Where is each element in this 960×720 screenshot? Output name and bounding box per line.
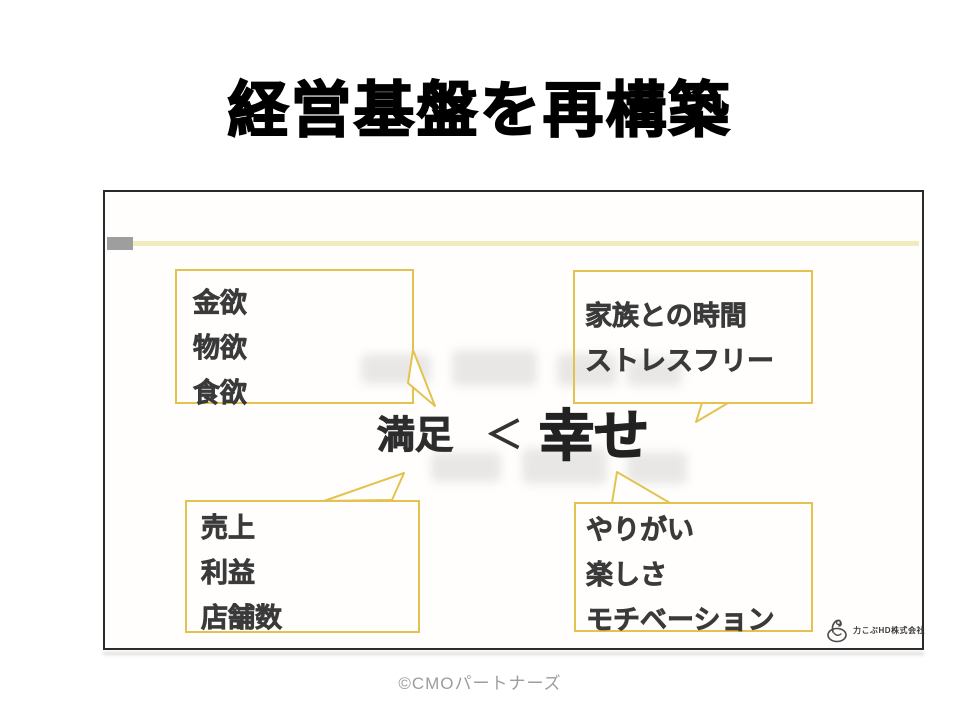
bubble-item: 物欲: [193, 333, 248, 364]
word-satisfaction: 満足: [376, 414, 454, 457]
company-logo: 力こぶHD株式会社: [825, 616, 925, 644]
bubble-item: 店舗数: [201, 603, 283, 634]
bubble-tails: [323, 349, 729, 504]
comparison-formula: 満足 ＜ 幸せ: [376, 400, 649, 468]
bubble-item: 売上: [201, 513, 256, 544]
bubble-desires: 金欲 物欲 食欲: [175, 269, 414, 408]
flexed-arm-icon: [827, 619, 847, 643]
bubble-item: 家族との時間: [585, 301, 747, 332]
bubble-item: モチベーション: [586, 605, 775, 636]
scan-shadow: [103, 652, 924, 655]
accent-square: [107, 237, 133, 250]
company-name: 力こぶHD株式会社: [853, 625, 926, 635]
word-happiness: 幸せ: [538, 404, 650, 468]
copyright: ©CMOパートナーズ: [398, 674, 562, 693]
page-title: 経営基盤を再構築: [227, 76, 732, 145]
bubble-business-metrics: 売上 利益 店舗数: [185, 500, 420, 633]
bubble-motivation: やりがい 楽しさ モチベーション: [574, 502, 813, 635]
bubble-family-time: 家族との時間 ストレスフリー: [573, 270, 813, 404]
accent-line: [133, 241, 919, 246]
bubble-item: 金欲: [193, 288, 248, 319]
bubble-item: 利益: [201, 558, 256, 589]
bubble-item: ストレスフリー: [585, 346, 775, 377]
bubble-item: やりがい: [586, 515, 695, 546]
scanned-diagram: 金欲 物欲 食欲 家族との時間 ストレスフリー 売上 利益 店舗数 やりがい 楽…: [103, 190, 925, 650]
bubble-item: 楽しさ: [586, 560, 668, 591]
bubble-item: 食欲: [193, 378, 248, 409]
less-than-sign: ＜: [485, 414, 524, 457]
